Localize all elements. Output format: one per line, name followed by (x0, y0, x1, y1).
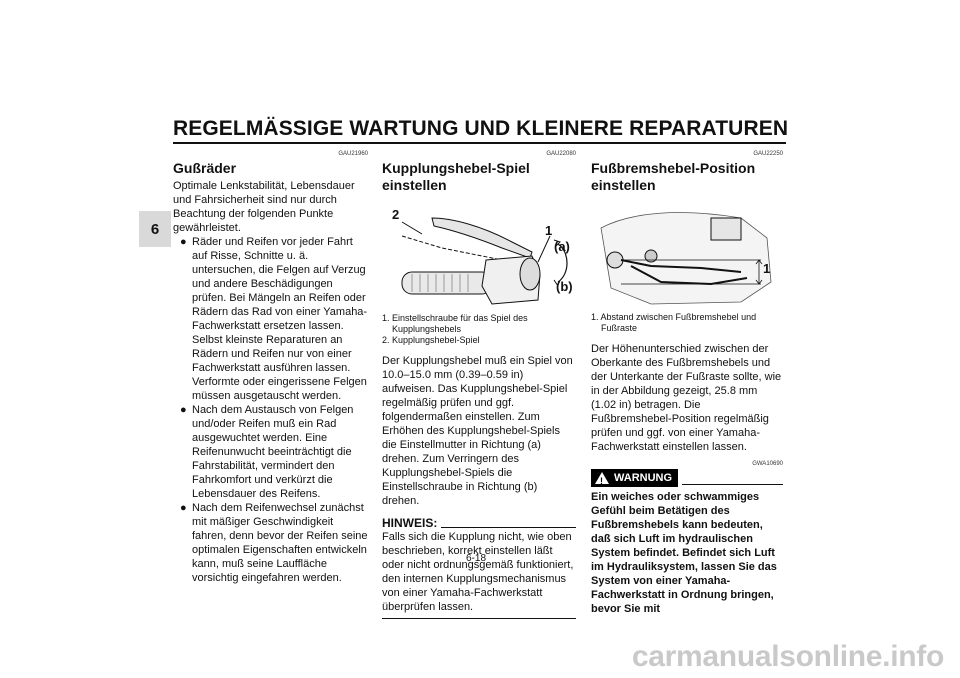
brake-pedal-figure: 1 (591, 198, 783, 308)
section-code: GAU22080 (546, 151, 576, 157)
figure-label-1: 1 (763, 261, 771, 276)
list-item: ● Nach dem Reifenwechsel zunächst mit mäß… (173, 501, 368, 585)
bullet-icon: ● (180, 502, 187, 514)
warning-badge: ! WARNUNG (591, 469, 679, 487)
figure-label-1: 1 (545, 223, 553, 238)
warning-rule (682, 484, 783, 485)
body-text: Der Höhenunterschied zwischen der Oberka… (591, 343, 782, 453)
list-item: ● Nach dem Austausch von Felgen und/oder … (173, 403, 368, 501)
warning-text: Ein weiches oder schwammiges Gefühl beim… (591, 491, 777, 615)
warning-icon: ! (595, 472, 609, 486)
note-text: Falls sich die Kupplung nicht, wie oben … (382, 531, 574, 613)
warning-label: WARNUNG (614, 472, 673, 484)
right-column: GAU22250 Fußbremshebel-Position einstell… (591, 150, 783, 616)
bullet-icon: ● (180, 404, 187, 416)
list-item-text: Nach dem Reifenwechsel zunächst mit mäßi… (192, 502, 368, 584)
intro-text: Optimale Lenkstabilität, Lebensdauer und… (173, 180, 355, 234)
section-code: GAU22250 (753, 151, 783, 157)
section-heading: Kupplungshebel-Spiel einstellen (382, 160, 530, 193)
brake-pedal-illustration (600, 212, 772, 305)
section-heading: Fußbremshebel-Position einstellen (591, 160, 756, 193)
note-header: HINWEIS: (382, 516, 576, 530)
list-item-text: Nach dem Austausch von Felgen und/oder R… (192, 404, 354, 500)
note-rule (441, 527, 576, 528)
page-header: REGELMÄSSIGE WARTUNG UND KLEINERE REPARA… (173, 117, 789, 144)
figure-label-2: 2 (392, 207, 400, 222)
page-title: REGELMÄSSIGE WARTUNG UND KLEINERE REPARA… (173, 117, 789, 140)
figure-label-a: (a) (554, 239, 570, 254)
list-item: ● Räder und Reifen vor jeder Fahrt auf Ri… (173, 235, 368, 403)
clutch-lever-illustration (401, 217, 568, 305)
left-column: GAU21960 Gußräder Optimale Lenkstabilitä… (173, 150, 368, 585)
page-number: 6-18 (466, 553, 487, 564)
watermark: carmanualsonline.info (631, 640, 944, 673)
caption-item: 1. Einstellschraube für das Spiel des Ku… (382, 313, 528, 334)
list-item-text: Räder und Reifen vor jeder Fahrt auf Ris… (192, 236, 368, 402)
caption-item: 1. Abstand zwischen Fußbremshebel und Fu… (591, 312, 757, 333)
clutch-lever-figure: 2 1 (a) (b) (382, 196, 576, 308)
section-heading: Gußräder (173, 160, 237, 176)
caption-item: 2. Kupplungshebel-Spiel (382, 335, 480, 345)
note-bottom-rule (382, 618, 576, 619)
warning-code: GWA10690 (752, 461, 783, 467)
figure-label-b: (b) (556, 279, 573, 294)
header-rule (173, 142, 786, 144)
bullet-icon: ● (180, 236, 187, 248)
bullet-list: ● Räder und Reifen vor jeder Fahrt auf Ri… (173, 235, 368, 585)
warning-header: ! WARNUNG (591, 469, 783, 487)
figure-caption: 1. Abstand zwischen Fußbremshebel und Fu… (591, 312, 783, 334)
body-text: Der Kupplungshebel muß ein Spiel von 10.… (382, 355, 573, 507)
middle-column: GAU22080 Kupplungshebel-Spiel einstellen… (382, 150, 576, 619)
chapter-tab: 6 (139, 211, 171, 247)
figure-caption: 1. Einstellschraube für das Spiel des Ku… (382, 313, 576, 346)
section-code: GAU21960 (338, 151, 368, 157)
note-label: HINWEIS: (382, 516, 438, 530)
